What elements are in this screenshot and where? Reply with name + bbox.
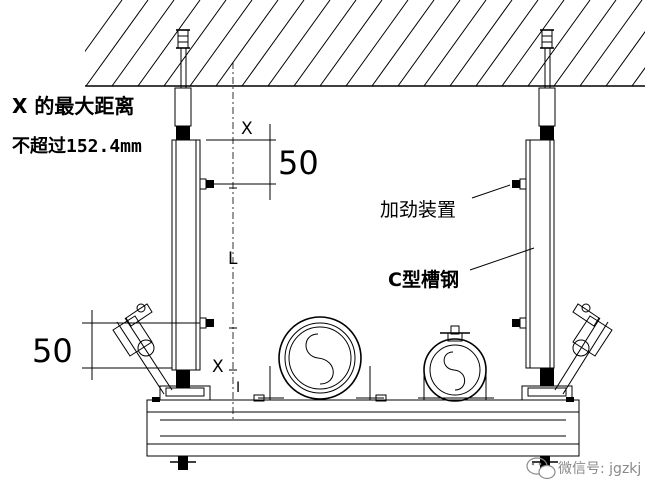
hatch-line (189, 0, 253, 86)
hatch-line (85, 0, 149, 86)
dim-50-top (206, 124, 276, 200)
hatch-line (501, 0, 565, 86)
hatch-line (371, 0, 435, 86)
wechat-icon (526, 457, 556, 480)
left-threaded-rod (174, 29, 192, 388)
hatch-line (85, 0, 123, 53)
label-dim-x-top: X (241, 119, 253, 139)
label-dim-x-bottom: X (212, 357, 224, 377)
label-c-channel: C型槽钢 (388, 268, 459, 291)
hatch-line (631, 67, 645, 86)
watermark-text: 微信号: jgzkj (558, 461, 641, 477)
right-threaded-rod (538, 29, 556, 386)
hatch-line (137, 0, 201, 86)
hatch-line (423, 0, 487, 86)
label-dim-l: L (228, 249, 238, 269)
label-dim-50-left: 50 (32, 332, 73, 370)
hatch-line (215, 0, 279, 86)
hatch-line (449, 0, 513, 86)
small-pipe-clamp (418, 325, 494, 402)
hatch-line (475, 0, 539, 86)
hatch-line (267, 0, 331, 86)
hatch-line (553, 0, 617, 86)
hatch-line (319, 0, 383, 86)
right-seismic-brace (554, 303, 613, 395)
hatch-line (397, 0, 461, 86)
bottom-cross-beam (146, 385, 580, 470)
hatch-line (345, 0, 409, 86)
label-x-distance-line2: 不超过152.4mm (12, 135, 142, 157)
right-c-channel (512, 139, 555, 369)
hatch-line (579, 0, 643, 86)
dim-50-left (82, 310, 200, 380)
hatch-line (293, 0, 357, 86)
hatch-line (163, 0, 227, 86)
ceiling-hatch (85, 0, 670, 86)
left-seismic-brace (112, 303, 173, 395)
left-c-channel (171, 139, 214, 371)
hatch-line (111, 0, 175, 86)
label-x-distance-line1: X 的最大距离 (12, 94, 134, 118)
leader-c-channel (469, 247, 535, 271)
hatch-line (658, 0, 670, 86)
hatch-line (605, 31, 645, 86)
label-stiffener: 加劲装置 (380, 199, 456, 221)
watermark: 微信号: jgzkj (526, 457, 641, 480)
label-dim-i: I (236, 380, 240, 396)
hatch-line (527, 0, 591, 86)
hatch-line (241, 0, 305, 86)
label-dim-50-top: 50 (278, 144, 319, 182)
leader-stiffener (471, 184, 511, 199)
large-pipe-clamp (253, 316, 387, 402)
